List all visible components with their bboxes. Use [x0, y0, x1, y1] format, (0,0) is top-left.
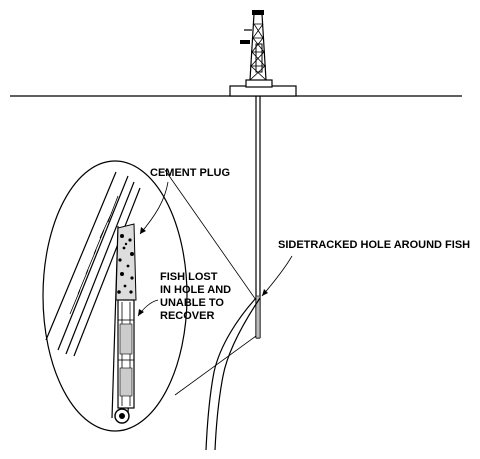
fish-tool-string: [114, 299, 135, 424]
sidetrack-label: SIDETRACKED HOLE AROUND FISH: [278, 239, 470, 251]
drilling-rig: [229, 10, 297, 97]
main-wellbore: [255, 96, 261, 339]
cement-plug-label-group: CEMENT PLUG: [139, 167, 230, 235]
zoom-connector-lines: [164, 169, 257, 396]
fish-label-line-2: IN HOLE AND: [160, 284, 231, 296]
original-hole-walls: [45, 171, 141, 357]
sidetracked-hole: [205, 297, 261, 451]
magnified-detail: [42, 160, 188, 432]
fish-label-line-3: UNABLE TO: [160, 297, 224, 309]
fish-label-line-1: FISH LOST: [160, 271, 218, 283]
fish-label-group: FISH LOST IN HOLE AND UNABLE TO RECOVER: [137, 271, 231, 322]
sidetrack-label-group: SIDETRACKED HOLE AROUND FISH: [261, 239, 470, 297]
cement-plug: [115, 223, 137, 301]
cement-plug-label: CEMENT PLUG: [150, 167, 230, 179]
fish-label-line-4: RECOVER: [160, 310, 214, 322]
